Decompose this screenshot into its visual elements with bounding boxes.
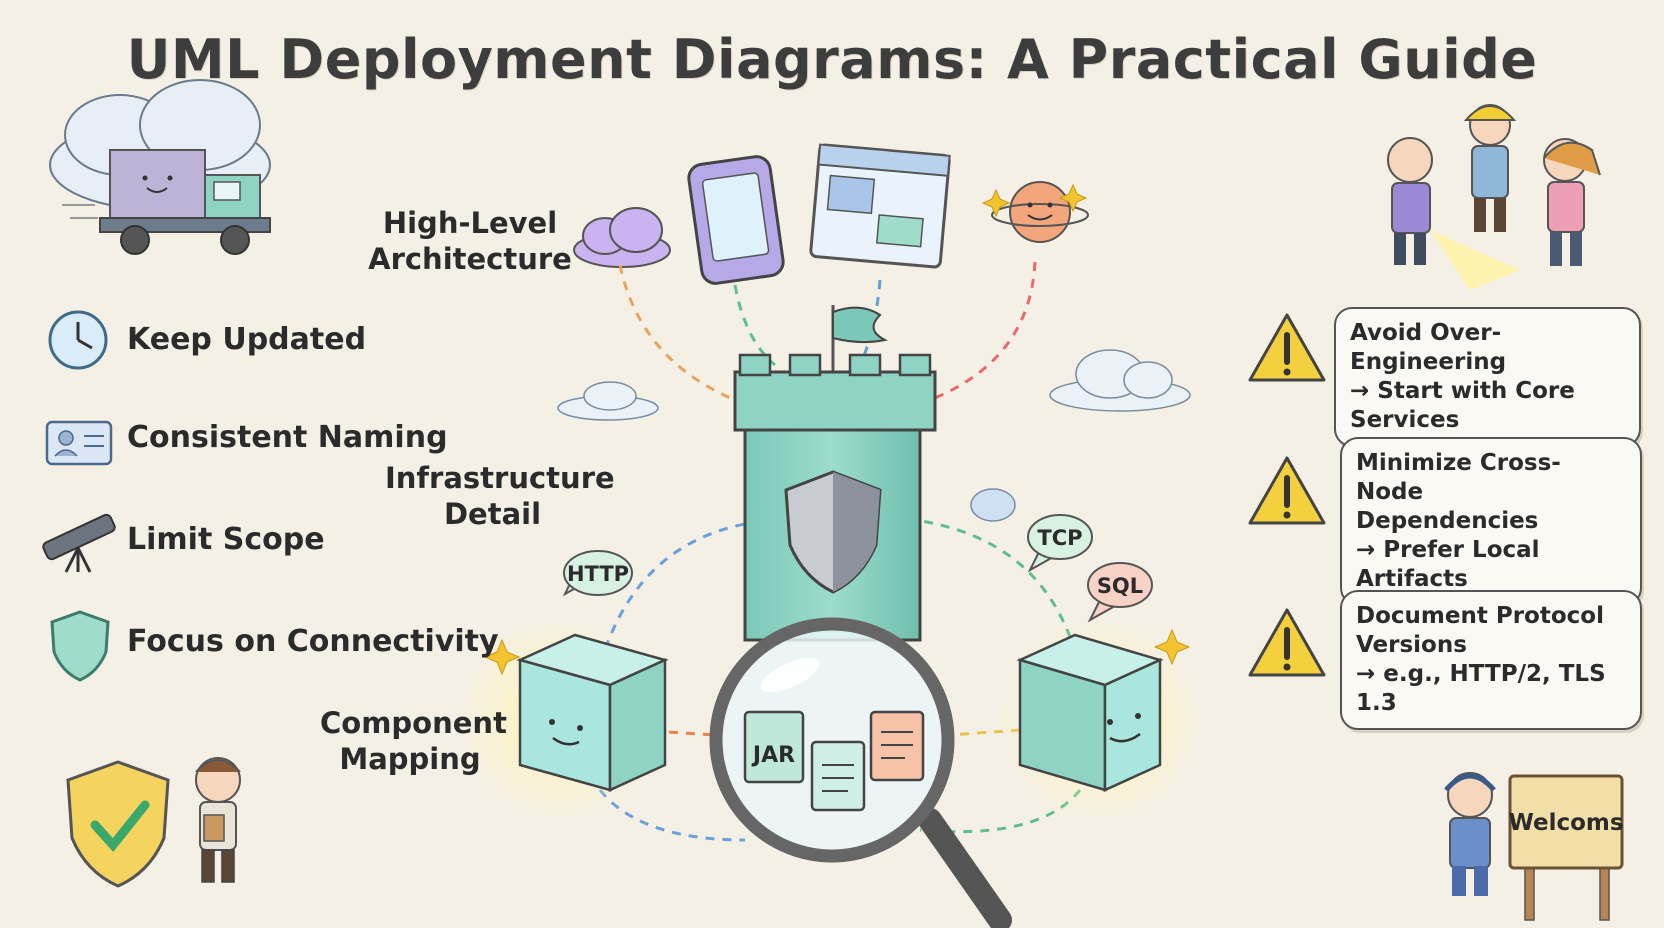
warning-box-cross-node: Minimize Cross-Node Dependencies → Prefe… — [1340, 437, 1642, 606]
cloud-truck-icon — [49, 79, 271, 255]
telescope-icon — [42, 513, 116, 573]
planet-icon — [991, 181, 1089, 243]
id-card-icon — [45, 420, 113, 466]
jar-artifact-label: JAR — [751, 743, 795, 768]
right-node-cube — [1016, 633, 1164, 792]
tip-keep-updated: Keep Updated — [127, 322, 367, 357]
small-cloud-right — [1049, 349, 1191, 412]
region-line: Detail — [443, 497, 542, 531]
tip-limit-scope: Limit Scope — [127, 522, 325, 557]
tower-node — [733, 305, 937, 642]
shield-checkmark-icon — [66, 760, 170, 888]
sql-label: SQL — [1097, 574, 1143, 598]
phone-icon — [687, 155, 785, 285]
small-bubble — [970, 488, 1016, 522]
region-label-high-level: High-Level Architecture — [360, 205, 580, 277]
warning-line: Dependencies — [1356, 508, 1539, 534]
tip-consistent-naming: Consistent Naming — [127, 420, 448, 455]
warning-box-over-engineering: Avoid Over-Engineering → Start with Core… — [1334, 307, 1641, 447]
magnifier-icon — [709, 617, 1012, 928]
tcp-bubble — [1027, 514, 1093, 573]
warning-icon — [1248, 608, 1326, 677]
warning-line: → Start with Core Services — [1350, 378, 1575, 433]
warning-icon — [1248, 456, 1326, 525]
sparkles — [483, 183, 1191, 676]
warning-line: → e.g., HTTP/2, TLS 1.3 — [1356, 661, 1606, 716]
warning-line: Document Protocol — [1356, 603, 1604, 629]
http-bubble — [562, 550, 633, 597]
worker-icon — [195, 757, 241, 883]
tcp-label: TCP — [1037, 526, 1082, 550]
tip-focus-connectivity: Focus on Connectivity — [127, 624, 499, 659]
left-node-cube — [516, 633, 669, 792]
warning-line: Avoid Over-Engineering — [1350, 320, 1507, 375]
region-label-infrastructure: Infrastructure Detail — [385, 460, 615, 532]
cloud-icon — [573, 207, 671, 268]
region-line: Mapping — [339, 742, 481, 776]
welcome-sign-label: Welcoms — [1508, 810, 1623, 836]
clock-icon — [48, 310, 108, 370]
warning-box-protocol-versions: Document Protocol Versions → e.g., HTTP/… — [1340, 590, 1642, 730]
region-line: High-Level — [382, 206, 558, 240]
shield-icon — [50, 610, 110, 682]
warning-icon — [1248, 313, 1326, 382]
warning-line: Minimize Cross-Node — [1356, 450, 1561, 505]
http-label: HTTP — [567, 562, 629, 586]
region-line: Architecture — [368, 242, 572, 276]
team-inspectors-icon — [1387, 104, 1601, 290]
small-cloud-left — [557, 381, 659, 421]
sql-bubble — [1087, 562, 1153, 623]
page-title: UML Deployment Diagrams: A Practical Gui… — [126, 28, 1538, 91]
welcome-sign-icon — [1508, 774, 1624, 921]
warning-line: → Prefer Local Artifacts — [1356, 537, 1540, 592]
support-agent-icon — [1444, 772, 1496, 896]
region-label-component: Component Mapping — [320, 705, 507, 777]
region-line: Infrastructure — [385, 461, 615, 495]
browser-window-icon — [809, 143, 951, 269]
warning-line: Versions — [1356, 632, 1467, 658]
region-line: Component — [320, 706, 507, 740]
